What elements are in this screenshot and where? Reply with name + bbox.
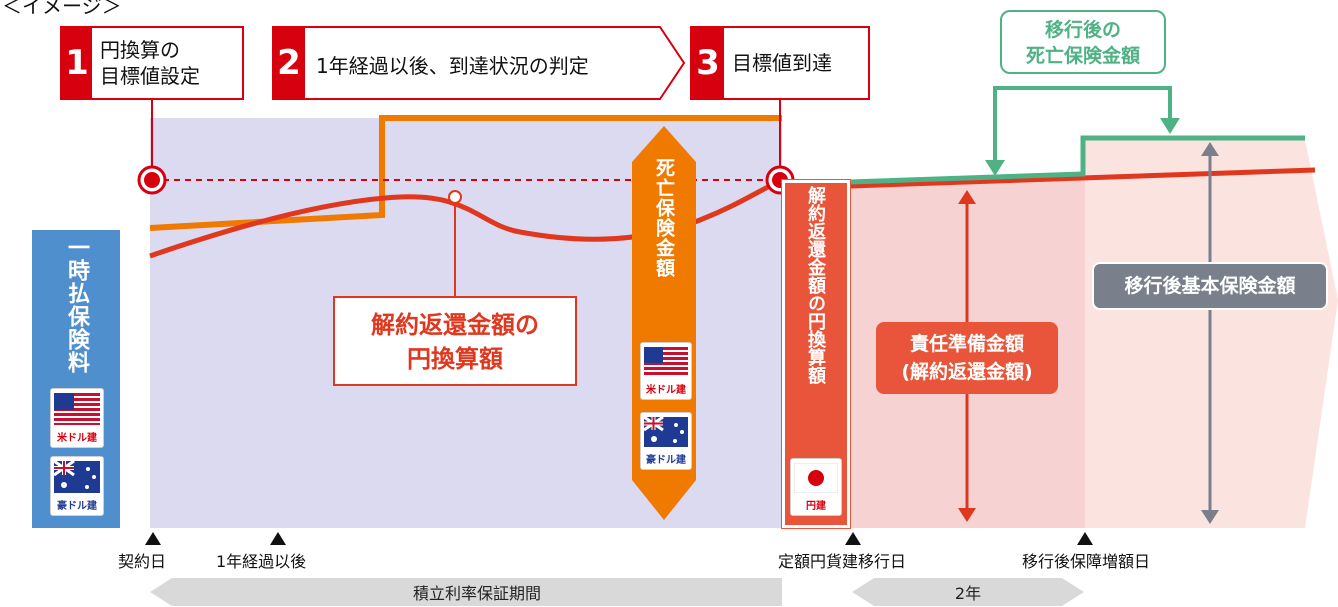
step1-label: 円換算の 目標値設定 — [92, 37, 200, 89]
surrender-value-curve — [149, 177, 784, 259]
jp-flag-icon — [793, 462, 839, 494]
step2-number: 2 — [277, 43, 301, 83]
post-death-bracket — [993, 86, 1172, 108]
surrender-yen-jpy-caption: 円建 — [806, 501, 826, 512]
step1-box: 1 円換算の 目標値設定 — [60, 26, 244, 100]
surrender-yen-jpy-card: 円建 — [790, 458, 842, 516]
image-caption: ＜イメージ＞ — [2, 0, 122, 18]
reserve-line — [849, 167, 1316, 189]
two-years-label: 2年 — [954, 584, 982, 603]
post-basic-callout: 移行後基本保険金額 — [1092, 262, 1328, 310]
au-flag-icon — [53, 459, 100, 493]
post-death-benefit-callout: 移行後の 死亡保険金額 — [1000, 10, 1166, 74]
post-increase-day-label: 移行後保障増額日 — [1022, 552, 1151, 571]
single-premium-usd-card: 米ドル建 — [50, 388, 104, 448]
death-benefit-aud-card: 豪ドル建 — [640, 412, 692, 470]
reserve-line2: (解約返還金額) — [901, 361, 1033, 383]
contract-day-tick — [145, 532, 161, 545]
death-benefit-aud-caption: 豪ドル建 — [646, 455, 686, 466]
post-death-benefit-line — [849, 135, 1305, 185]
post-death-line1: 移行後の — [1044, 19, 1121, 41]
guarantee-period-band-shape — [150, 578, 782, 606]
death-benefit-usd-caption: 米ドル建 — [646, 385, 686, 396]
contract-day-label: 契約日 — [118, 552, 167, 571]
single-premium-usd-caption: 米ドル建 — [57, 433, 97, 444]
guarantee-period-label: 積立利率保証期間 — [412, 584, 541, 603]
step1-number: 1 — [62, 28, 92, 98]
step2-box: 2 1年経過以後、到達状況の判定 — [272, 26, 686, 100]
after-one-year-label: 1年経過以後 — [216, 552, 307, 571]
death-benefit-label: 死亡保険金額 — [653, 158, 675, 278]
post-basic-arrowhead-bottom — [1201, 510, 1219, 524]
step2-frame — [272, 26, 686, 100]
death-benefit-usd-card: 米ドル建 — [640, 342, 692, 400]
post-increase-tick — [1077, 532, 1093, 545]
post-death-line2: 死亡保険金額 — [1025, 45, 1140, 67]
surrender-callout: 解約返還金額の 円換算額 — [333, 296, 577, 386]
surrender-curve-point — [448, 190, 462, 204]
reserve-line1: 責任準備金額 — [909, 333, 1024, 355]
single-premium-aud-card: 豪ドル建 — [50, 456, 104, 516]
reserve-callout: 責任準備金額 (解約返還金額) — [876, 322, 1058, 394]
surrender-callout-line2: 円換算額 — [407, 345, 503, 373]
au-flag-icon — [643, 415, 688, 447]
single-premium-aud-caption: 豪ドル建 — [57, 501, 97, 512]
surrender-yen-label: 解約返還金額の円換算額 — [805, 186, 826, 384]
target-marker-start-dot — [144, 172, 160, 188]
us-flag-icon — [54, 393, 100, 425]
step1-label-line2: 目標値設定 — [100, 64, 200, 88]
us-flag-icon — [644, 347, 688, 377]
two-years-band-shape — [852, 578, 1084, 606]
step3-label: 目標値到達 — [732, 51, 832, 75]
step3-number: 3 — [692, 28, 724, 98]
surrender-callout-line1: 解約返還金額の — [371, 311, 539, 339]
step3-box: 3 目標値到達 — [690, 26, 870, 100]
step2-label: 1年経過以後、到達状況の判定 — [316, 54, 589, 78]
yen-transition-day-label: 定額円貨建移行日 — [778, 552, 907, 571]
yen-transition-tick — [845, 532, 861, 545]
post-death-arrowhead-right — [1160, 118, 1180, 134]
single-premium-label: 一時払保険料 — [64, 236, 89, 374]
reserve-arrowhead-top — [958, 190, 976, 204]
reserve-arrowhead-bottom — [958, 508, 976, 522]
post-basic-arrowhead-top — [1201, 142, 1219, 156]
step1-label-line1: 円換算の — [100, 38, 180, 62]
after-one-year-tick — [270, 532, 286, 545]
post-death-arrowhead-left — [985, 160, 1005, 176]
